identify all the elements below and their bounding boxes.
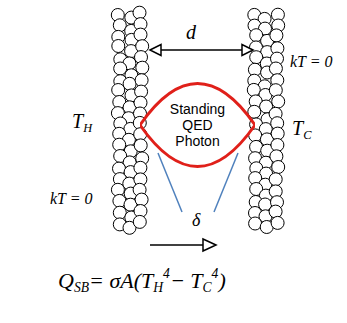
atom-circle bbox=[133, 215, 146, 228]
atom-circle bbox=[247, 83, 260, 96]
label-text: δ bbox=[192, 210, 200, 230]
atom-circle bbox=[272, 161, 285, 174]
subscript: C bbox=[202, 280, 211, 295]
superscript: 4 bbox=[212, 266, 219, 281]
arrow-head bbox=[150, 45, 161, 56]
temperature-note: kT = 0 bbox=[50, 190, 93, 208]
subscript: SB bbox=[74, 280, 89, 295]
atom-circle bbox=[271, 216, 284, 229]
atom-walls bbox=[111, 6, 284, 234]
atom-circle bbox=[134, 161, 147, 174]
atom-circle bbox=[269, 173, 282, 186]
label-text: d bbox=[186, 21, 196, 43]
atom-circle bbox=[136, 61, 149, 74]
atom-circle bbox=[269, 62, 282, 75]
temperature-note: kT = 0 bbox=[290, 53, 333, 71]
wave-curve bbox=[140, 84, 255, 167]
atom-circle bbox=[112, 40, 125, 53]
node-text: Standing QED Photon bbox=[166, 101, 230, 149]
hot-temperature: TH bbox=[72, 110, 92, 135]
atom-circle bbox=[134, 139, 147, 152]
distance-line bbox=[160, 49, 243, 51]
subscript: H bbox=[153, 280, 163, 295]
cold-temperature: TC bbox=[292, 117, 311, 142]
atom-circle bbox=[112, 84, 125, 97]
label-text: T bbox=[72, 110, 83, 132]
atom-circle bbox=[269, 84, 282, 97]
arrow-head bbox=[242, 45, 253, 56]
atom-circle bbox=[269, 205, 282, 218]
atom-circle bbox=[134, 28, 147, 41]
standing-wave: Standing QED Photon bbox=[140, 80, 255, 170]
atom-circle bbox=[123, 77, 136, 90]
label-text: ) bbox=[218, 268, 225, 293]
arrow-head bbox=[203, 239, 216, 251]
label-text: − T bbox=[170, 268, 203, 293]
label-text: = σA(T bbox=[89, 268, 153, 293]
label-text: Q bbox=[58, 268, 74, 293]
superscript: 4 bbox=[163, 266, 170, 281]
angle-label: δ bbox=[192, 210, 200, 231]
distance-label: d bbox=[186, 21, 196, 44]
atom-circle bbox=[249, 217, 262, 230]
label-text: T bbox=[292, 117, 303, 139]
subscript: H bbox=[83, 121, 92, 135]
label-text: kT = 0 bbox=[290, 53, 333, 70]
subscript: C bbox=[303, 128, 311, 142]
formula: QSB= σA(TH4− TC4) bbox=[58, 266, 226, 295]
atom-circle bbox=[114, 62, 127, 75]
heat-flow-line bbox=[150, 244, 204, 246]
atom-circle bbox=[272, 95, 285, 108]
label-text: kT = 0 bbox=[50, 190, 93, 207]
atom-circle bbox=[270, 29, 283, 42]
